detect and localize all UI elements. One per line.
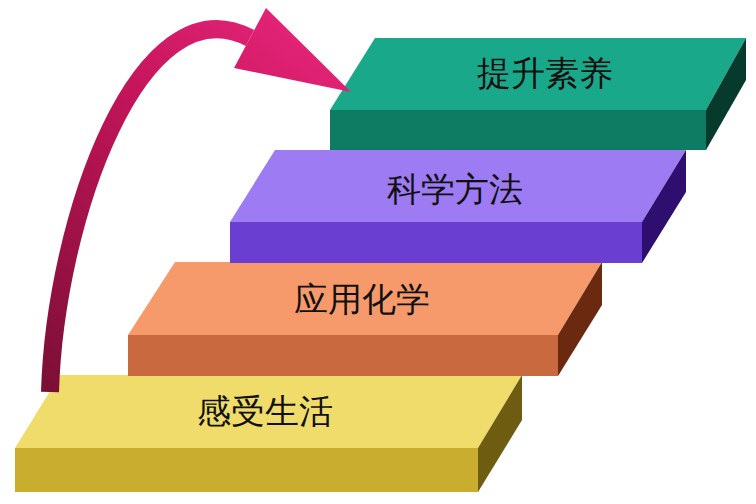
arrow-head [234, 8, 351, 92]
step-yellow [15, 375, 522, 492]
step-top [15, 375, 522, 448]
step-label: 感受生活 [197, 393, 333, 430]
step-top [330, 38, 746, 110]
step-front [15, 448, 478, 492]
step-front [230, 222, 642, 263]
step-top [230, 150, 686, 222]
step-side [478, 375, 522, 492]
step-box: 感受生活 [115, 382, 415, 442]
step-top [128, 262, 602, 335]
step-side [706, 38, 746, 150]
step-green [330, 38, 746, 150]
step-purple [230, 150, 686, 263]
step-box: 科学方法 [305, 160, 605, 220]
rising-arrow [50, 29, 250, 392]
step-label: 提升素养 [477, 55, 613, 92]
step-label: 科学方法 [387, 171, 523, 208]
step-orange [128, 262, 602, 376]
step-label: 应用化学 [294, 281, 430, 318]
step-side [558, 262, 602, 376]
step-box: 应用化学 [212, 270, 512, 330]
step-side [642, 150, 686, 263]
step-front [330, 110, 706, 150]
step-front [128, 335, 558, 376]
step-box: 提升素养 [395, 44, 695, 104]
